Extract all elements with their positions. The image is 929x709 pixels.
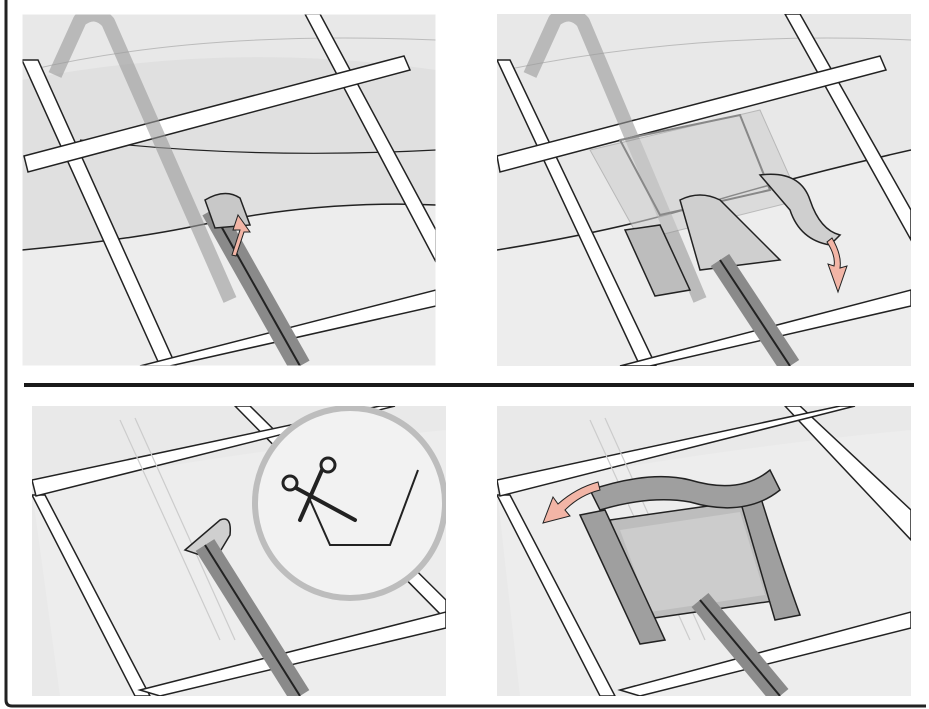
panel-step-4: [497, 406, 911, 696]
panel-step-1: [22, 14, 436, 366]
panel-step-3: [32, 406, 446, 696]
scissors-detail-inset: [255, 408, 445, 598]
panel-step-2: [497, 14, 911, 366]
